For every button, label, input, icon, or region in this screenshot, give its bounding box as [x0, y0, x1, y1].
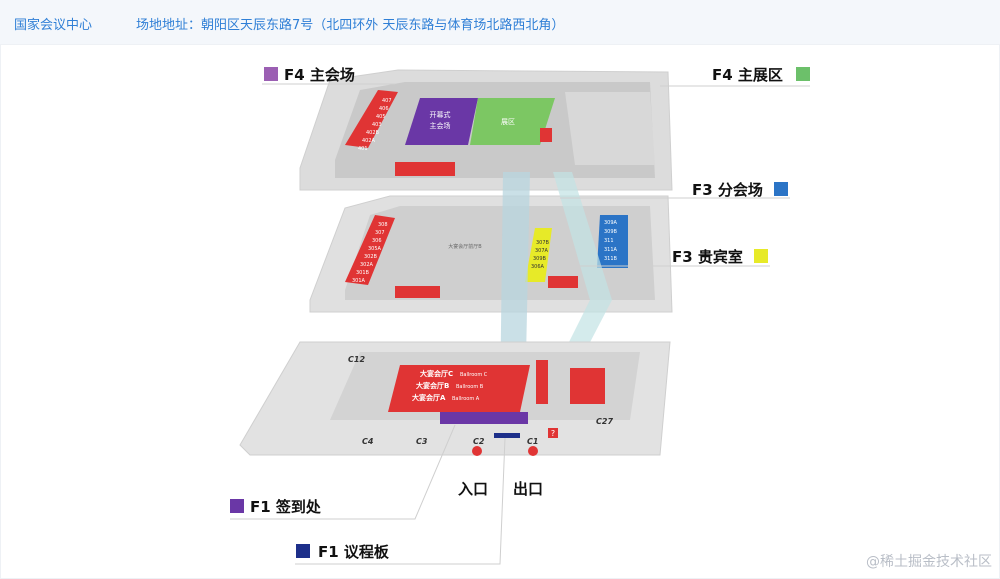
gate-label: C12: [348, 355, 365, 364]
sub-hall-swatch: [774, 182, 788, 196]
f1-checkin-area: [440, 412, 528, 424]
f3-blue-label: 311B: [604, 256, 618, 262]
venue-name: 国家会议中心: [14, 18, 93, 33]
f4-room-labels: 407 406 405 403 402B 402A 401: [358, 98, 392, 152]
f4-room-label: 407: [382, 98, 392, 104]
f3-blue-rooms: [597, 215, 628, 268]
f3-room-label: 302A: [360, 262, 374, 268]
main-hall-swatch: [264, 67, 278, 81]
vip-swatch: [754, 249, 768, 263]
f1-ballroom-labels: 大宴会厅C Ballroom C 大宴会厅B Ballroom B 大宴会厅A …: [412, 369, 488, 402]
f3-room-label: 305A: [368, 246, 382, 252]
f4-room-label: 402A: [362, 138, 376, 144]
f4-main-hall-text-2: 主会场: [430, 121, 451, 130]
venue-address: 场地地址：朝阳区天辰东路7号（北四环外 天辰东路与体育场北路西北角）: [136, 18, 565, 33]
f3-vip-label: 307B: [536, 240, 550, 246]
f4-exhibition-area: [470, 98, 555, 145]
f3-blue-label: 309A: [604, 220, 618, 226]
f3-blue-label: 311: [604, 238, 614, 244]
f1-checkin-label: F1 签到处: [250, 498, 321, 516]
f3-red-room-right: [548, 276, 578, 288]
f4-main-hall-text-1: 开幕式: [430, 110, 451, 119]
f1-ballrooms: [388, 365, 530, 412]
f4-right-wing: [565, 92, 655, 165]
f4-room-label: 406: [379, 106, 389, 112]
f3-blue-labels: 309A 309B 311 311A 311B: [604, 220, 618, 262]
exit-marker: [528, 446, 538, 456]
f4-red-rooms: [345, 90, 398, 148]
f3-vip-label: 309B: [533, 256, 547, 262]
f1-ballroom-en: Ballroom A: [452, 396, 480, 402]
exit-label: 出口: [513, 480, 543, 498]
f3-room-label: 301A: [352, 278, 366, 284]
entrance-marker: [472, 446, 482, 456]
f3-blue-label: 311A: [604, 247, 618, 253]
f3-room-label: 301B: [356, 270, 370, 276]
f1-red-room-mid: [536, 360, 548, 404]
f1-ballroom-cn: 大宴会厅A: [412, 393, 446, 402]
f4-red-room-right: [540, 128, 552, 142]
f3-vip-label: 307A: [535, 248, 549, 254]
f4-room-label: 401: [358, 146, 368, 152]
checkin-swatch: [230, 499, 244, 513]
f1-ballroom-en: Ballroom B: [456, 384, 484, 390]
f4-exhibition-label: F4 主展区: [712, 66, 783, 84]
f3-vip-label: F3 贵宾室: [672, 248, 743, 266]
gate-label: C27: [596, 417, 613, 426]
f3-vip-area: [525, 228, 552, 282]
f4-exhibition-text: 展区: [501, 118, 515, 126]
f3-vip-labels: 307B 307A 309B 306A: [531, 240, 550, 270]
f3-vip-label: 306A: [531, 264, 545, 270]
f4-red-bar: [395, 162, 455, 176]
f3-red-rooms: [345, 215, 395, 285]
f1-gate-labels: C12 C4 C3 C2 C1 C27: [348, 355, 613, 446]
callout-leaders: [230, 83, 810, 565]
f1-ballroom-en: Ballroom C: [460, 372, 488, 378]
f1-red-room-right: [570, 368, 605, 404]
f4-main-hall-area: [405, 98, 478, 145]
f1-help-box: [548, 428, 558, 438]
f3-banquet-text: 大宴会厅前厅B: [448, 243, 482, 250]
f3-room-label: 307: [375, 230, 385, 236]
f3-sub-hall-label: F3 分会场: [692, 181, 763, 199]
f4-room-label: 405: [376, 114, 386, 120]
f1-ballroom-cn: 大宴会厅B: [416, 381, 449, 390]
gate-label: C4: [362, 437, 374, 446]
f1-agenda-label: F1 议程板: [318, 543, 389, 561]
watermark: @稀土掘金技术社区: [866, 554, 992, 570]
f3-blue-label: 309B: [604, 229, 618, 235]
f3-room-label: 308: [378, 222, 388, 228]
header-bar: 国家会议中心 场地地址：朝阳区天辰东路7号（北四环外 天辰东路与体育场北路西北角…: [0, 0, 1000, 45]
entrance-label: 入口: [458, 480, 488, 498]
f1-agenda-area: [494, 433, 520, 438]
gate-label: C3: [416, 437, 428, 446]
f3-red-bar: [395, 286, 440, 298]
f3-room-label: 302B: [364, 254, 378, 260]
f3-room-labels: 308 307 306 305A 302B 302A 301B 301A: [352, 222, 388, 284]
gate-label: C2: [473, 437, 485, 446]
exhibition-swatch: [796, 67, 810, 81]
f3-room-label: 306: [372, 238, 382, 244]
f4-room-label: 402B: [366, 130, 380, 136]
gate-label: C1: [527, 437, 538, 446]
agenda-swatch: [296, 544, 310, 558]
f4-room-label: 403: [372, 122, 382, 128]
f1-help-icon: ?: [551, 429, 555, 438]
f1-ballroom-cn: 大宴会厅C: [420, 369, 453, 378]
f4-main-hall-label: F4 主会场: [284, 66, 355, 84]
